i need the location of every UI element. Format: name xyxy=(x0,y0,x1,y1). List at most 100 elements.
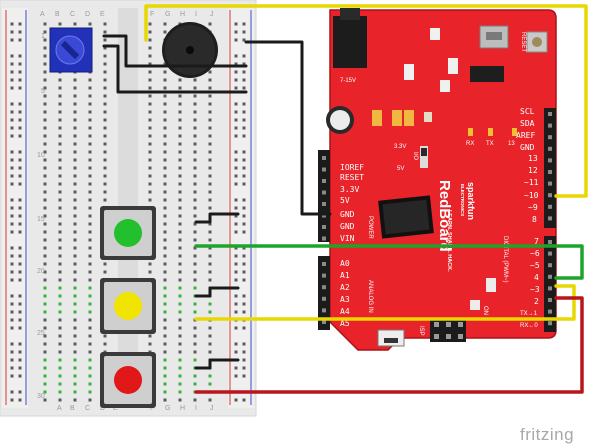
svg-text:ELECTRONICS: ELECTRONICS xyxy=(460,184,465,216)
svg-text:D: D xyxy=(85,11,90,18)
isp-header: ISP xyxy=(418,318,466,342)
svg-text:RX←0: RX←0 xyxy=(520,323,538,329)
svg-text:SDA: SDA xyxy=(520,119,535,128)
svg-text:C: C xyxy=(85,405,90,412)
svg-text:B: B xyxy=(55,11,60,18)
pin13-label: 13 xyxy=(508,141,515,147)
svg-text:B: B xyxy=(70,405,75,412)
svg-text:DIGITAL (PWM~): DIGITAL (PWM~) xyxy=(502,236,508,283)
svg-text:~5: ~5 xyxy=(530,261,540,270)
svg-text:E: E xyxy=(100,11,105,18)
svg-text:POWER: POWER xyxy=(367,216,373,239)
svg-text:GND: GND xyxy=(520,143,535,152)
svg-text:LEARN. SHARE. HACK.: LEARN. SHARE. HACK. xyxy=(446,210,452,272)
svg-text:A0: A0 xyxy=(340,259,350,268)
microcontroller xyxy=(378,195,434,239)
wire-black-gnd xyxy=(244,40,332,216)
svg-text:VIN: VIN xyxy=(340,234,355,243)
svg-text:I/O: I/O xyxy=(412,152,418,160)
fritzing-watermark: fritzing xyxy=(520,425,574,444)
analog-pin-labels: A0 A1 A2 A3 A4 A5 xyxy=(340,259,350,328)
svg-text:AREF: AREF xyxy=(516,131,535,140)
svg-text:3.3V: 3.3V xyxy=(394,144,406,150)
svg-text:A5: A5 xyxy=(340,319,350,328)
svg-text:A2: A2 xyxy=(340,283,350,292)
svg-text:4: 4 xyxy=(534,273,539,282)
svg-text:H: H xyxy=(180,405,185,412)
reset-label: RESET xyxy=(520,32,526,52)
svg-text:~10: ~10 xyxy=(524,191,539,200)
wire-yellow-buzzer xyxy=(144,4,588,198)
svg-text:2: 2 xyxy=(534,297,539,306)
svg-text:F: F xyxy=(150,11,154,18)
svg-text:~11: ~11 xyxy=(524,178,539,187)
svg-text:25: 25 xyxy=(37,330,45,337)
svg-text:~6: ~6 xyxy=(530,249,540,258)
svg-text:~9: ~9 xyxy=(528,203,538,212)
power-header: POWER xyxy=(318,150,373,242)
wire-green xyxy=(194,244,584,280)
power-jack-label: 7-15V xyxy=(340,78,356,84)
svg-text:A1: A1 xyxy=(340,271,350,280)
svg-text:~3: ~3 xyxy=(530,285,540,294)
svg-text:3.3V: 3.3V xyxy=(340,185,359,194)
svg-text:I: I xyxy=(195,405,197,412)
svg-text:G: G xyxy=(165,11,170,18)
svg-text:10: 10 xyxy=(37,152,45,159)
svg-text:J: J xyxy=(210,11,214,18)
wire-yellow-button xyxy=(194,284,576,321)
svg-text:H: H xyxy=(180,11,185,18)
svg-text:8: 8 xyxy=(532,215,537,224)
digital-bottom-labels: 7 ~6 ~5 4 ~3 2 TX→1 RX←0 xyxy=(520,237,540,329)
svg-text:7: 7 xyxy=(534,237,539,246)
wire-black-btn2 xyxy=(194,286,240,298)
digital-top-labels: SCL SDA AREF GND 13 12 ~11 ~10 ~9 8 xyxy=(516,107,539,224)
green-button[interactable] xyxy=(100,206,156,260)
svg-text:E: E xyxy=(113,405,118,412)
svg-text:1: 1 xyxy=(41,33,45,40)
column-letters-top: A B C D E F G H I J xyxy=(40,11,214,18)
svg-text:C: C xyxy=(70,11,75,18)
svg-text:5V: 5V xyxy=(340,196,350,205)
svg-text:GND: GND xyxy=(340,222,355,231)
svg-text:5: 5 xyxy=(41,88,45,95)
svg-text:GND: GND xyxy=(340,210,355,219)
column-letters-bottom: A B C D E F G H I J xyxy=(57,405,214,412)
yellow-button[interactable] xyxy=(100,278,156,334)
svg-text:12: 12 xyxy=(528,166,538,175)
svg-text:15: 15 xyxy=(37,216,45,223)
wire-black-pot xyxy=(102,34,248,68)
power-jack xyxy=(333,16,367,68)
rx-label: RX xyxy=(466,141,474,147)
wire-black-btn3 xyxy=(194,358,240,370)
digital-header-top xyxy=(544,108,556,228)
svg-text:J: J xyxy=(210,405,214,412)
svg-text:ANALOG IN: ANALOG IN xyxy=(367,280,373,313)
svg-text:F: F xyxy=(150,405,154,412)
svg-text:30: 30 xyxy=(37,393,45,400)
svg-text:A4: A4 xyxy=(340,307,350,316)
svg-text:D: D xyxy=(100,405,105,412)
svg-text:A: A xyxy=(40,11,45,18)
svg-text:I: I xyxy=(195,11,197,18)
redboard-logo: sparkfun ELECTRONICS RedBoard LEARN. SHA… xyxy=(436,180,476,272)
svg-text:RESET: RESET xyxy=(340,173,364,182)
svg-text:A3: A3 xyxy=(340,295,350,304)
on-label: ON xyxy=(482,306,488,315)
red-button[interactable] xyxy=(100,352,156,408)
wire-black-btn1 xyxy=(194,212,240,224)
svg-text:13: 13 xyxy=(528,154,538,163)
wire-red xyxy=(194,296,584,394)
wires xyxy=(102,4,588,394)
svg-text:SCL: SCL xyxy=(520,107,535,116)
svg-text:ISP: ISP xyxy=(418,326,424,336)
analog-header: ANALOG IN xyxy=(318,256,373,330)
tx-label: TX xyxy=(486,141,494,147)
potentiometer[interactable] xyxy=(49,27,93,73)
svg-text:5V: 5V xyxy=(397,166,404,172)
svg-text:TX→1: TX→1 xyxy=(520,311,538,317)
row-numbers: 1 5 10 15 20 25 30 xyxy=(37,33,45,400)
voltage-switch[interactable]: 3.3V I/O 5V xyxy=(394,144,428,172)
svg-text:RedBoard: RedBoard xyxy=(436,180,453,252)
